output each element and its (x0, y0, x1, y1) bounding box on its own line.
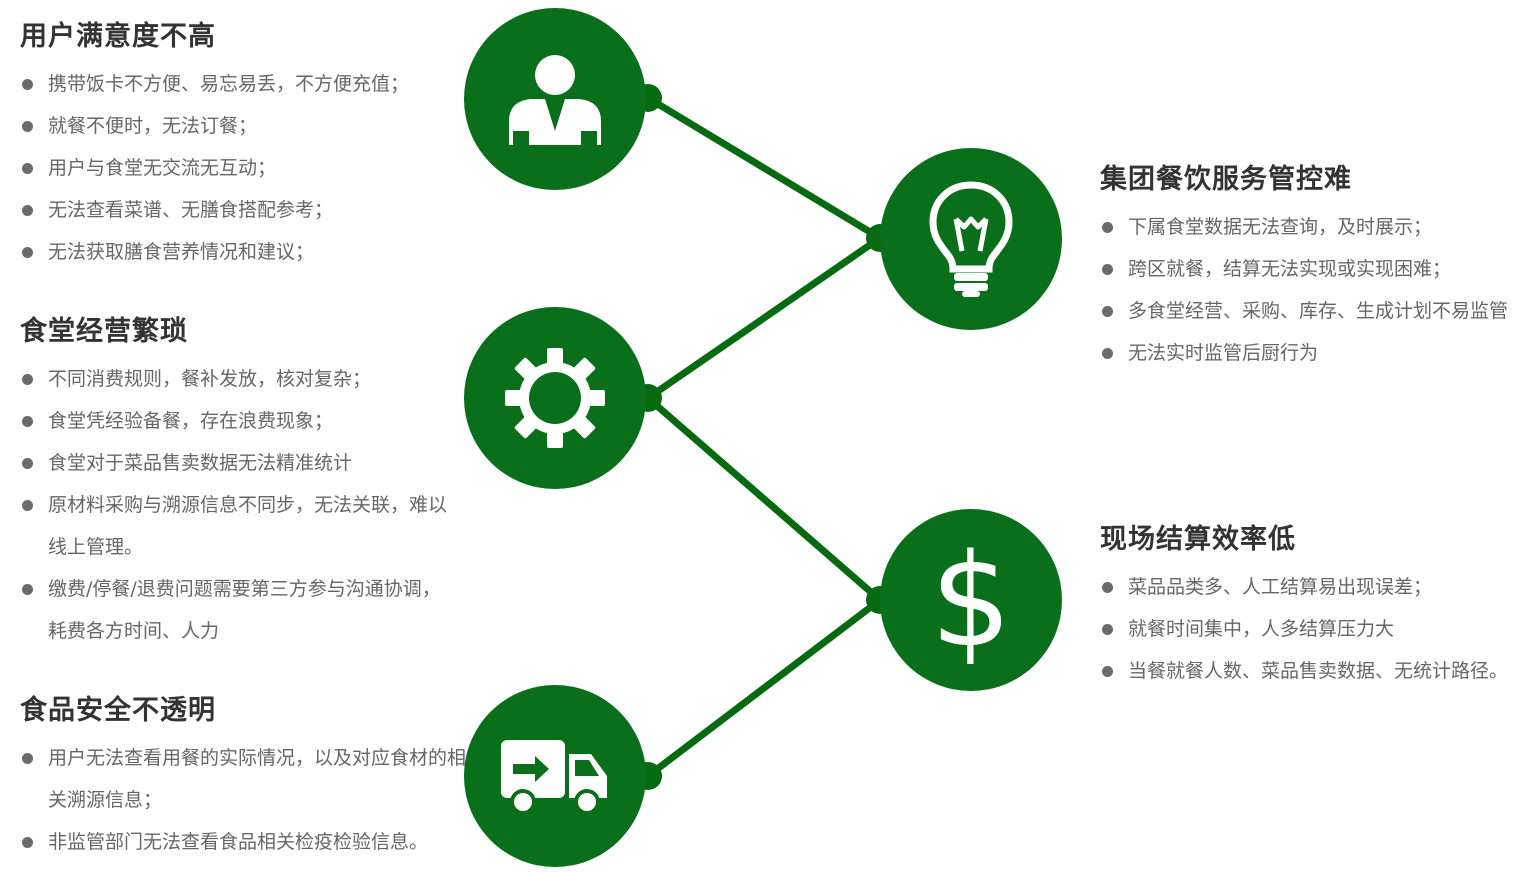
section-title: 集团餐饮服务管控难 (1100, 164, 1352, 195)
list-item: 非监管部门无法查看食品相关检疫检验信息。 (20, 821, 470, 863)
list-item: 用户与食堂无交流无互动； (20, 147, 450, 189)
gear-icon (505, 348, 605, 448)
list-item: 无法获取膳食营养情况和建议； (20, 231, 450, 273)
section-title: 用户满意度不高 (20, 21, 216, 52)
section-list: 菜品品类多、人工结算易出现误差； 就餐时间集中，人多结算压力大 当餐就餐人数、菜… (1100, 566, 1510, 692)
section-canteen-operation: 食堂经营繁琐 不同消费规则，餐补发放，核对复杂； 食堂凭经验备餐，存在浪费现象；… (20, 309, 450, 652)
gear-circle (464, 307, 646, 489)
list-item: 食堂凭经验备餐，存在浪费现象； (20, 400, 450, 442)
list-item: 就餐不便时，无法订餐； (20, 105, 450, 147)
section-list: 下属食堂数据无法查询，及时展示； 跨区就餐，结算无法实现或实现困难； 多食堂经营… (1100, 206, 1510, 374)
lightbulb-icon (929, 181, 1013, 297)
section-list: 不同消费规则，餐补发放，核对复杂； 食堂凭经验备餐，存在浪费现象； 食堂对于菜品… (20, 358, 450, 652)
list-item: 就餐时间集中，人多结算压力大 (1100, 608, 1510, 650)
lightbulb-circle (880, 148, 1062, 330)
list-item: 当餐就餐人数、菜品售卖数据、无统计路径。 (1100, 650, 1510, 692)
list-item: 用户无法查看用餐的实际情况，以及对应食材的相关溯源信息； (20, 737, 470, 821)
section-group-catering-control: 集团餐饮服务管控难 下属食堂数据无法查询，及时展示； 跨区就餐，结算无法实现或实… (1100, 157, 1510, 374)
list-item: 下属食堂数据无法查询，及时展示； (1100, 206, 1510, 248)
section-list: 携带饭卡不方便、易忘易丢，不方便充值； 就餐不便时，无法订餐； 用户与食堂无交流… (20, 63, 450, 273)
section-food-safety: 食品安全不透明 用户无法查看用餐的实际情况，以及对应食材的相关溯源信息； 非监管… (20, 688, 470, 863)
list-item: 多食堂经营、采购、库存、生成计划不易监管 (1100, 290, 1510, 332)
user-icon (509, 55, 601, 145)
section-title: 现场结算效率低 (1100, 524, 1296, 555)
truck-icon (501, 740, 607, 815)
user-circle (464, 8, 646, 190)
list-item: 跨区就餐，结算无法实现或实现困难； (1100, 248, 1510, 290)
list-item: 原材料采购与溯源信息不同步，无法关联，难以线上管理。 (20, 484, 450, 568)
section-title: 食品安全不透明 (20, 695, 216, 726)
dollar-icon: $ (930, 535, 1011, 665)
list-item: 食堂对于菜品售卖数据无法精准统计 (20, 442, 450, 484)
list-item: 无法实时监管后厨行为 (1100, 332, 1510, 374)
dollar-circle: $ (880, 509, 1062, 691)
section-title: 食堂经营繁琐 (20, 316, 188, 347)
section-onsite-settlement: 现场结算效率低 菜品品类多、人工结算易出现误差； 就餐时间集中，人多结算压力大 … (1100, 517, 1510, 692)
list-item: 菜品品类多、人工结算易出现误差； (1100, 566, 1510, 608)
section-list: 用户无法查看用餐的实际情况，以及对应食材的相关溯源信息； 非监管部门无法查看食品… (20, 737, 470, 863)
list-item: 缴费/停餐/退费问题需要第三方参与沟通协调，耗费各方时间、人力 (20, 568, 450, 652)
list-item: 不同消费规则，餐补发放，核对复杂； (20, 358, 450, 400)
list-item: 无法查看菜谱、无膳食搭配参考； (20, 189, 450, 231)
svg-text:$: $ (930, 535, 1011, 665)
truck-circle (464, 685, 646, 867)
section-user-satisfaction: 用户满意度不高 携带饭卡不方便、易忘易丢，不方便充值； 就餐不便时，无法订餐； … (20, 14, 450, 273)
list-item: 携带饭卡不方便、易忘易丢，不方便充值； (20, 63, 450, 105)
